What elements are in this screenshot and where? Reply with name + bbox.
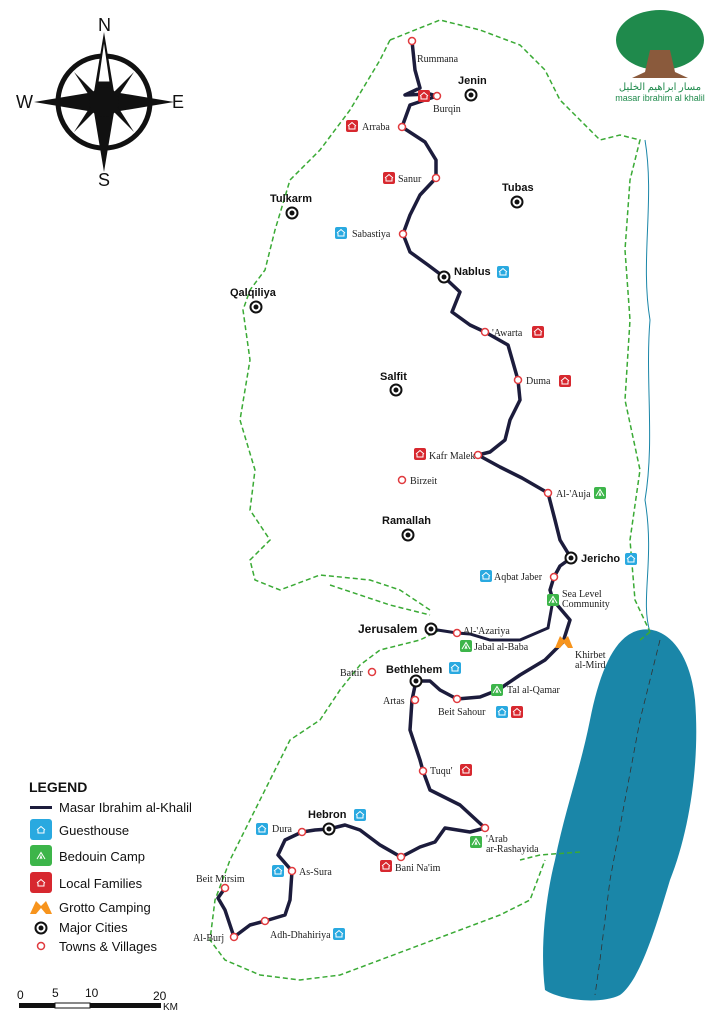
city-label: Salfit bbox=[380, 371, 407, 383]
scale-tick: 10 bbox=[85, 986, 99, 1000]
compass-west: W bbox=[16, 92, 33, 112]
scale-tick: 20 bbox=[153, 989, 167, 1003]
legend-grotto: Grotto Camping bbox=[59, 900, 151, 915]
legend-local-families: Local Families bbox=[59, 876, 143, 891]
village-label: Burqin bbox=[433, 104, 461, 115]
village-label: Kafr Malek bbox=[429, 451, 475, 462]
village-label: Khirbet bbox=[575, 650, 606, 661]
scale-tick: 5 bbox=[52, 986, 59, 1000]
city-label: Jerusalem bbox=[358, 622, 417, 636]
village-label: Sabastiya bbox=[352, 229, 391, 240]
village-label: Birzeit bbox=[410, 476, 437, 487]
village-label: Al-Burj bbox=[193, 933, 224, 944]
legend-towns: Towns & Villages bbox=[59, 939, 158, 954]
village-label: Sanur bbox=[398, 174, 422, 185]
west-bank-border bbox=[209, 19, 651, 981]
village-label: Battir bbox=[340, 668, 363, 679]
legend-bedouin: Bedouin Camp bbox=[59, 849, 145, 864]
city-label: Qalqiliya bbox=[230, 287, 277, 299]
compass-north: N bbox=[98, 15, 111, 35]
compass-east: E bbox=[172, 92, 184, 112]
village-label: Bani Na'im bbox=[395, 863, 441, 874]
legend-guesthouse: Guesthouse bbox=[59, 823, 129, 838]
grotto-camping-icon[interactable] bbox=[555, 636, 573, 648]
village-dots bbox=[220, 36, 559, 942]
village-label: al-Mird bbox=[575, 660, 606, 671]
village-label: Adh-Dhahiriya bbox=[270, 930, 331, 941]
village-label: Arraba bbox=[362, 122, 390, 133]
masar-logo: مسار ابراهيم الخليل masar ibrahim al kha… bbox=[615, 10, 705, 103]
village-label: Tuqu' bbox=[430, 766, 453, 777]
village-label: 'Arab bbox=[486, 834, 508, 845]
jordan-river bbox=[644, 139, 651, 633]
legend: LEGEND Masar Ibrahim al-Khalil Guesthous… bbox=[29, 779, 192, 954]
city-label: Ramallah bbox=[382, 515, 431, 527]
scale-unit: KM bbox=[163, 1002, 178, 1013]
city-label: Jenin bbox=[458, 75, 487, 87]
village-label: Jabal al-Baba bbox=[474, 642, 529, 653]
legend-major-cities: Major Cities bbox=[59, 920, 128, 935]
city-label: Hebron bbox=[308, 809, 347, 821]
logo-arabic: مسار ابراهيم الخليل bbox=[619, 82, 701, 93]
logo-latin: masar ibrahim al khalil bbox=[615, 93, 705, 103]
legend-title: LEGEND bbox=[29, 779, 87, 795]
city-label: Bethlehem bbox=[386, 664, 442, 676]
village-label: Tal al-Qamar bbox=[507, 685, 561, 696]
local-family-icons[interactable] bbox=[346, 90, 571, 872]
village-label: Dura bbox=[272, 824, 293, 835]
village-label: Community bbox=[562, 599, 610, 610]
village-label: Artas bbox=[383, 696, 405, 707]
village-label: Aqbat Jaber bbox=[494, 572, 543, 583]
village-label: Beit Sahour bbox=[438, 707, 486, 718]
legend-route: Masar Ibrahim al-Khalil bbox=[59, 800, 192, 815]
scale-bar: 0 5 10 20 KM bbox=[17, 986, 178, 1013]
village-label: Beit Mirsim bbox=[196, 874, 245, 885]
city-label: Nablus bbox=[454, 266, 491, 278]
guesthouse-icons[interactable] bbox=[256, 227, 637, 940]
village-label: Sea Level bbox=[562, 589, 602, 600]
dead-sea bbox=[543, 629, 697, 1001]
city-label: Tubas bbox=[502, 182, 534, 194]
city-centers bbox=[253, 92, 574, 832]
city-label: Tulkarm bbox=[270, 193, 312, 205]
village-label: 'Awarta bbox=[492, 328, 523, 339]
compass-south: S bbox=[98, 170, 110, 190]
village-label: Duma bbox=[526, 376, 551, 387]
village-label: Al-'Azariya bbox=[463, 626, 510, 637]
city-label: Jericho bbox=[581, 553, 620, 565]
scale-tick: 0 bbox=[17, 988, 24, 1002]
village-label: ar-Rashayida bbox=[486, 844, 539, 855]
village-label: As-Sura bbox=[299, 867, 332, 878]
village-label: Al-'Auja bbox=[556, 489, 591, 500]
bedouin-camp-icons[interactable] bbox=[460, 487, 606, 848]
compass-rose bbox=[34, 32, 174, 172]
border-line-dead-sea bbox=[594, 639, 661, 996]
village-label: Rummana bbox=[417, 54, 459, 65]
